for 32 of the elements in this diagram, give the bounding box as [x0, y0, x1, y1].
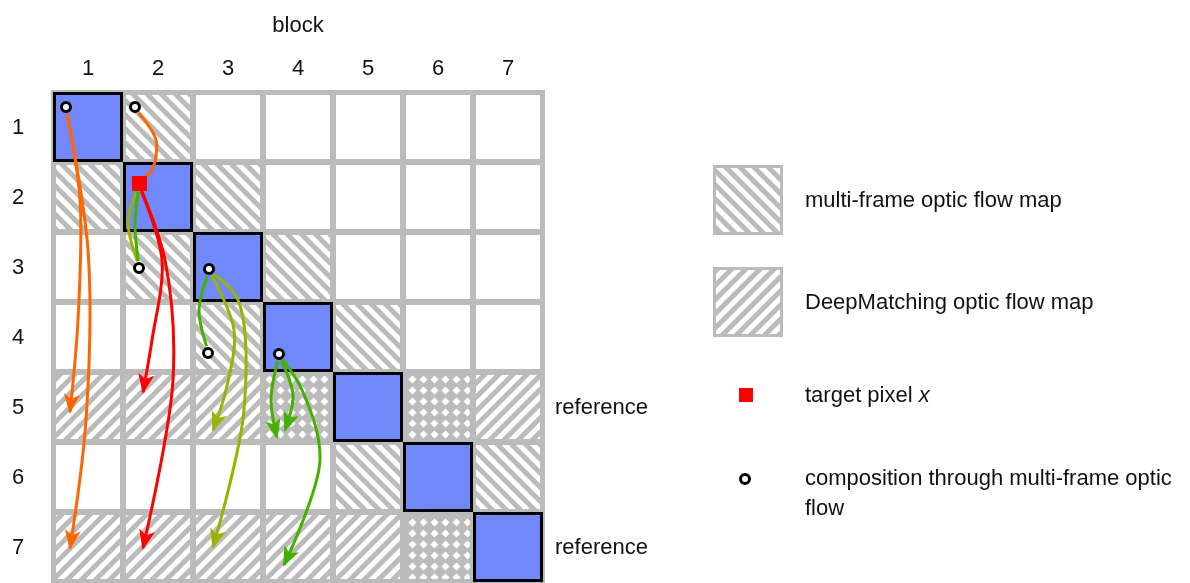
flow-arrow [138, 190, 164, 394]
flow-arrow [281, 359, 322, 567]
flow-line [133, 191, 140, 262]
legend-text: target pixel x [805, 381, 931, 409]
index-label: 2 [151, 54, 165, 82]
flow-line [137, 111, 159, 179]
flow-arrow [64, 113, 92, 550]
index-label: 5 [11, 393, 25, 421]
flow-line [126, 190, 139, 262]
legend-text: multi-frame optic flow map [805, 186, 1063, 214]
index-label: 7 [11, 533, 25, 561]
index-label: 3 [221, 54, 235, 82]
legend-text: composition through multi-frame optic flow [805, 464, 1173, 522]
index-label: 7 [501, 54, 515, 82]
index-label: 5 [361, 54, 375, 82]
row-label: reference [555, 533, 648, 561]
index-label: 6 [11, 463, 25, 491]
index-label: 2 [11, 183, 25, 211]
index-label: 4 [11, 323, 25, 351]
index-label: 6 [431, 54, 445, 82]
index-label: 1 [81, 54, 95, 82]
index-label: 3 [11, 253, 25, 281]
axis-title: block [272, 11, 324, 39]
flow-arrow [210, 274, 236, 432]
flow-arrow [279, 360, 299, 432]
row-label: reference [555, 393, 648, 421]
flow-arrow [264, 360, 281, 439]
flow-arrow [210, 272, 248, 549]
axis-title: 4 [291, 54, 305, 82]
index-label: 1 [11, 113, 25, 141]
legend-text: DeepMatching optic flow map [805, 288, 1095, 316]
flow-arrow [139, 190, 176, 550]
